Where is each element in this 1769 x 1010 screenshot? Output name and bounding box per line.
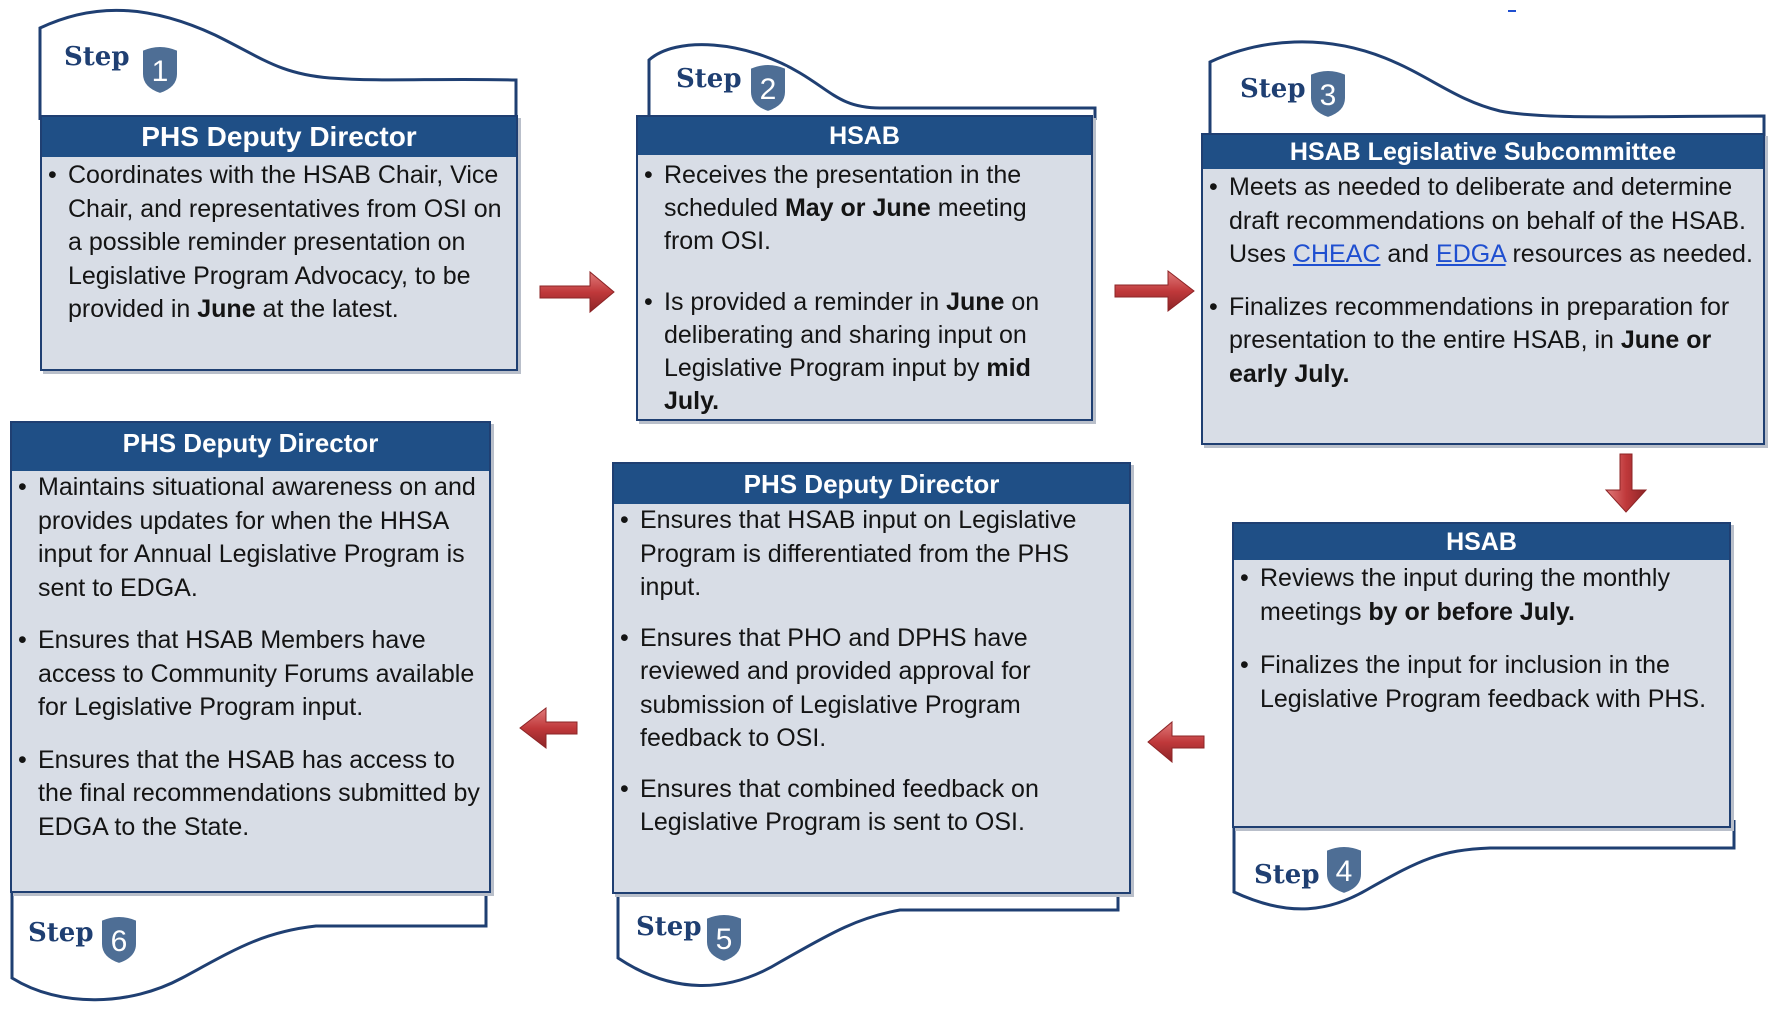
step2-bullet-1: Receives the presentation in the schedul… [644,159,1083,258]
step1-title: PHS Deputy Director [42,117,516,157]
arrow-step1-to-step2 [539,270,615,314]
step2-shield-icon: 2 [749,63,787,114]
step5-bullet-1: Ensures that HSAB input on Legislative P… [620,504,1121,605]
svg-text:1: 1 [152,55,169,88]
step3-shield-icon: 3 [1309,69,1347,120]
edga-link[interactable]: EDGA [1436,240,1506,268]
step5-bullet-2: Ensures that PHO and DPHS have reviewed … [620,622,1121,756]
arrow-step3-to-step4 [1604,453,1648,513]
arrow-step5-to-step6 [519,706,578,750]
step5-box: PHS Deputy Director Ensures that HSAB in… [612,462,1131,894]
step6-title: PHS Deputy Director [12,423,489,471]
step6-shield-icon: 6 [100,915,138,966]
step5-tab [616,880,1120,987]
arrow-step4-to-step5 [1147,720,1205,764]
step6-tab [10,880,488,1002]
step2-label: Step [676,64,742,94]
arrow-step2-to-step3 [1114,269,1195,313]
svg-text:5: 5 [716,923,733,956]
svg-text:6: 6 [111,925,128,958]
svg-text:3: 3 [1320,79,1337,112]
step2-bullet-2: Is provided a reminder in June on delibe… [644,286,1083,418]
step6-bullet-3: Ensures that the HSAB has access to the … [18,744,481,845]
step1-box: PHS Deputy Director Coordinates with the… [40,115,518,371]
step4-label: Step [1254,860,1320,890]
step5-bullet-3: Ensures that combined feedback on Legisl… [620,773,1121,840]
step3-box: HSAB Legislative Subcommittee Meets as n… [1201,133,1765,445]
step3-tab [1208,40,1766,140]
step6-box: PHS Deputy Director Maintains situationa… [10,421,491,893]
step3-label: Step [1240,74,1306,104]
svg-text:4: 4 [1336,855,1353,888]
step5-shield-icon: 5 [705,913,743,964]
step4-bullet-2: Finalizes the input for inclusion in the… [1240,649,1721,716]
step4-title: HSAB [1234,524,1729,560]
svg-text:2: 2 [760,73,777,106]
stray-link-mark [1508,10,1516,12]
step1-shield-icon: 1 [141,45,179,96]
step2-box: HSAB Receives the presentation in the sc… [636,115,1093,421]
step1-label: Step [64,42,130,72]
step5-label: Step [636,912,702,942]
step4-bullet-1: Reviews the input during the monthly mee… [1240,562,1721,629]
step3-bullet-2: Finalizes recommendations in preparation… [1209,291,1755,392]
cheac-link[interactable]: CHEAC [1292,240,1381,268]
step6-bullet-1: Maintains situational awareness on and p… [18,471,481,605]
step4-tab [1232,820,1736,911]
step4-box: HSAB Reviews the input during the monthl… [1232,522,1731,828]
step3-bullet-1: Meets as needed to deliberate and determ… [1209,171,1755,272]
step3-title: HSAB Legislative Subcommittee [1203,135,1763,169]
step5-title: PHS Deputy Director [614,464,1129,504]
step2-title: HSAB [638,117,1091,155]
step6-label: Step [28,918,94,948]
step4-shield-icon: 4 [1325,845,1363,896]
step6-bullet-2: Ensures that HSAB Members have access to… [18,624,481,725]
step1-bullet-1: Coordinates with the HSAB Chair, Vice Ch… [48,159,508,327]
